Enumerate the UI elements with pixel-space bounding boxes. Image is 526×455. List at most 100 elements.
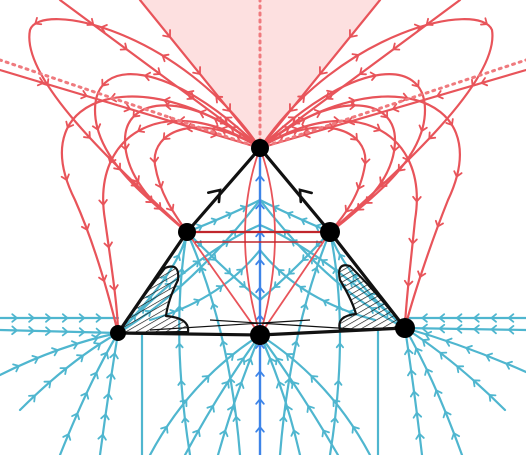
chevron-arrow-icon	[411, 79, 420, 88]
chevron-arrow-icon	[59, 367, 68, 375]
chevron-arrow-icon	[420, 323, 428, 334]
red-lobe-flow	[258, 95, 461, 330]
red-inner-line	[244, 147, 261, 336]
chevron-arrow-icon	[164, 100, 172, 111]
blue-cross-flow	[328, 230, 342, 455]
chevron-arrow-icon	[417, 270, 427, 279]
chevron-arrow-icon	[99, 24, 108, 34]
chevron-arrow-icon	[169, 309, 177, 317]
chevron-arrow-icon	[123, 103, 132, 113]
chevron-arrow-icon	[78, 327, 86, 337]
chevron-arrow-icon	[298, 188, 313, 204]
chevron-arrow-icon	[226, 353, 235, 361]
chevron-arrow-icon	[421, 338, 430, 347]
chevron-arrow-icon	[120, 143, 130, 151]
chevron-arrow-icon	[407, 368, 417, 377]
chevron-arrow-icon	[310, 374, 319, 383]
node-bottom-right	[395, 318, 415, 338]
chevron-arrow-icon	[91, 123, 102, 132]
chevron-arrow-icon	[507, 325, 515, 335]
chevron-arrow-icon	[36, 77, 45, 87]
chevron-arrow-icon	[358, 67, 367, 76]
chevron-arrow-icon	[201, 374, 210, 383]
blue-fan-flow	[403, 326, 507, 412]
chevron-arrow-icon	[290, 239, 298, 247]
chevron-arrow-icon	[177, 379, 186, 386]
hatched-fin-icon	[116, 265, 190, 335]
chevron-arrow-icon	[335, 342, 345, 349]
chevron-arrow-icon	[109, 284, 119, 292]
chevron-arrow-icon	[298, 285, 307, 293]
chevron-arrow-icon	[490, 313, 497, 323]
chevron-arrow-icon	[290, 429, 300, 437]
chevron-arrow-icon	[100, 412, 110, 421]
chevron-arrow-icon	[425, 17, 434, 26]
chevron-arrow-icon	[504, 360, 513, 370]
chevron-arrow-icon	[397, 163, 406, 172]
chevron-arrow-icon	[292, 116, 301, 125]
blue-fan-flow	[403, 326, 464, 455]
chevron-arrow-icon	[198, 266, 207, 274]
chevron-arrow-icon	[80, 90, 89, 100]
chevron-arrow-icon	[255, 314, 265, 321]
chevron-arrow-icon	[98, 199, 108, 207]
chevron-arrow-icon	[255, 286, 265, 294]
chevron-arrow-icon	[186, 91, 195, 100]
chevron-arrow-icon	[348, 96, 356, 107]
chevron-arrow-icon	[338, 253, 346, 261]
blue-fan-flow	[216, 333, 262, 455]
chevron-arrow-icon	[51, 347, 59, 357]
red-lobe-flow	[93, 73, 262, 234]
chevron-arrow-icon	[219, 116, 228, 125]
chevron-arrow-icon	[435, 90, 444, 100]
blue-fan-flow	[148, 333, 262, 455]
red-dotted-diagonal	[258, 58, 526, 150]
node-layer	[110, 139, 415, 345]
chevron-arrow-icon	[424, 330, 433, 341]
chevron-arrow-icon	[434, 219, 444, 228]
chevron-arrow-icon	[255, 174, 265, 182]
red-lobe-flow	[258, 119, 418, 330]
chevron-arrow-icon	[95, 313, 103, 323]
chevron-arrow-icon	[11, 325, 19, 336]
chevron-arrow-icon	[279, 415, 288, 423]
central-blue-axis	[255, 146, 265, 455]
chevron-arrow-icon	[291, 380, 300, 389]
chevron-arrow-icon	[181, 416, 190, 424]
chevron-arrow-icon	[455, 324, 463, 334]
red-cone-region	[140, 0, 380, 148]
chevron-arrow-icon	[60, 173, 70, 182]
chevron-arrow-icon	[219, 429, 229, 438]
chevron-arrow-icon	[100, 351, 109, 360]
chevron-arrow-icon	[403, 279, 414, 288]
chevron-arrow-icon	[137, 124, 146, 133]
chevron-arrow-icon	[275, 380, 285, 389]
chevron-arrow-icon	[97, 433, 107, 441]
blue-inner-flow	[185, 230, 262, 302]
chevron-arrow-icon	[31, 354, 40, 364]
triangle-edge	[185, 146, 262, 234]
chevron-arrow-icon	[91, 334, 99, 344]
blue-fan-flow	[0, 331, 120, 377]
chevron-arrow-icon	[322, 298, 330, 307]
chevron-arrow-icon	[380, 110, 389, 119]
red-inner-line	[259, 231, 331, 336]
chevron-arrow-icon	[291, 126, 300, 136]
chevron-arrow-icon	[355, 182, 365, 190]
chevron-arrow-icon	[83, 130, 91, 139]
chevron-arrow-icon	[71, 340, 79, 350]
chevron-arrow-icon	[28, 394, 36, 403]
chevron-arrow-icon	[420, 313, 428, 323]
node-upper-left	[178, 223, 196, 241]
blue-inner-flow	[258, 230, 332, 302]
blue-fan-flow	[258, 333, 372, 455]
chevron-arrow-icon	[161, 53, 170, 63]
chevron-arrow-icon	[12, 363, 21, 373]
chevron-arrow-icon	[80, 223, 90, 232]
red-lobe-flow	[60, 95, 262, 335]
chevron-arrow-icon	[286, 211, 294, 219]
blue-inner-flow	[185, 198, 262, 234]
chevron-arrow-icon	[192, 429, 201, 438]
